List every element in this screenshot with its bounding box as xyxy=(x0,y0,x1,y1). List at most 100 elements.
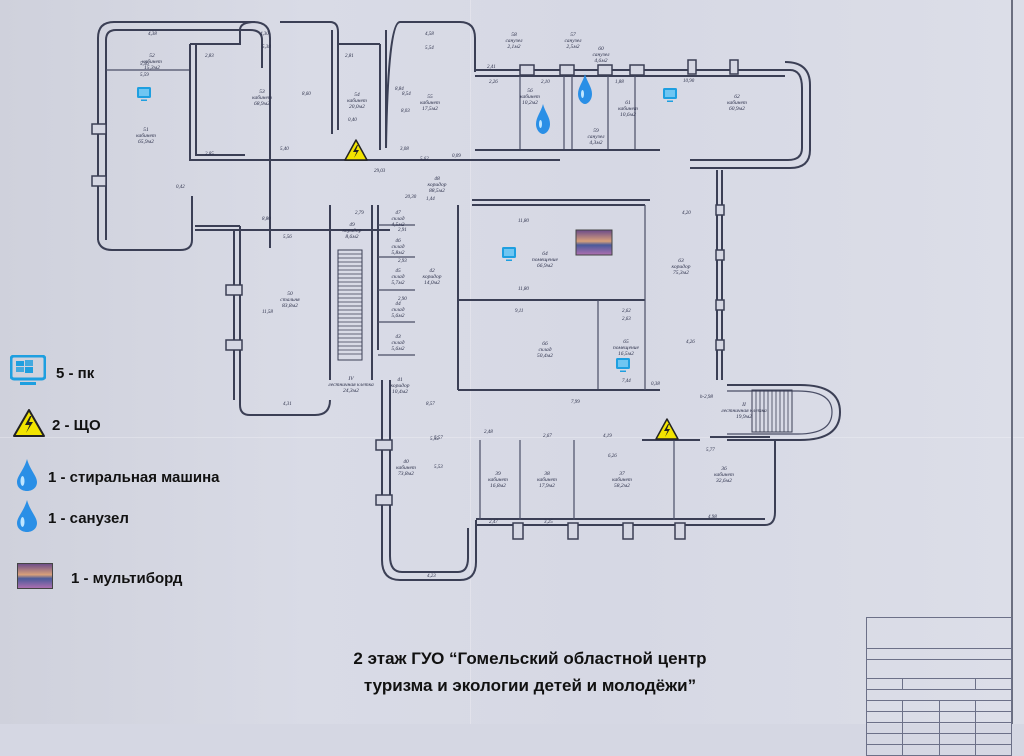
dimension-label: 2,63 xyxy=(622,317,631,322)
pc-icon-room-65 xyxy=(616,358,630,372)
legend-label: 5 - пк xyxy=(56,364,95,382)
dimension-label: 10,90 xyxy=(683,79,695,84)
legend-label: 1 - санузел xyxy=(48,509,129,527)
dimension-label: 5,40 xyxy=(280,147,289,152)
floor-plan: 52кабинет15,3м251кабинет65,9м253кабинет6… xyxy=(91,21,842,581)
dimension-label: 2,67 xyxy=(543,434,552,439)
dimension-label: 5,59 xyxy=(140,73,149,78)
dimension-label: 8,54 xyxy=(402,92,411,97)
paper-fold-horizontal xyxy=(0,437,1024,438)
dimension-label: 2,93 xyxy=(398,259,407,264)
dimension-label: 8,84 xyxy=(395,87,404,92)
dimension-label: 2,91 xyxy=(398,228,407,233)
dimension-label: 0,40 xyxy=(348,118,357,123)
water-drop-icon xyxy=(16,499,38,537)
dimension-label: h-2,98 xyxy=(700,395,713,400)
dimension-label: 4,26 xyxy=(686,340,695,345)
title-block-stamp xyxy=(865,617,1013,756)
sheet-border xyxy=(1011,0,1013,724)
dimension-label: 5,56 xyxy=(283,235,292,240)
dimension-label: 5,62 xyxy=(420,157,429,162)
dimension-label: 4,23 xyxy=(427,574,436,579)
dimension-label: 4,31 xyxy=(283,402,292,407)
dimension-label: 2,10 xyxy=(541,80,550,85)
dimension-label: 7,44 xyxy=(622,379,631,384)
dimension-label: 11,80 xyxy=(518,287,529,292)
dimension-label: 2,85 xyxy=(205,152,214,157)
pc-icon-room-51 xyxy=(137,87,151,101)
dimension-label: 8,57 xyxy=(426,402,435,407)
title-line-2: туризма и экологии детей и молодёжи” xyxy=(363,676,697,695)
dimension-label: 2,90 xyxy=(398,297,407,302)
dimension-label: 0,38 xyxy=(651,382,660,387)
dimension-label: 4,98 xyxy=(708,515,717,520)
water-drop-icon xyxy=(16,458,38,496)
legend-item-electric-panel: 2 - ЩО xyxy=(12,408,101,442)
dimension-label: 4,58 xyxy=(425,32,434,37)
dimension-label: 8,80 xyxy=(262,217,271,222)
dimension-label: 29,03 xyxy=(374,169,386,174)
electric-hazard-icon-room-54 xyxy=(344,139,368,161)
dimension-label: 1,44 xyxy=(426,197,435,202)
dimension-label: 6,26 xyxy=(608,454,617,459)
legend-label: 1 - стиральная машина xyxy=(48,468,220,486)
electric-hazard-icon-corridor xyxy=(655,418,679,440)
title-line-1: 2 этаж ГУО “Гомельский областной центр xyxy=(353,649,707,668)
dimension-label: 5,56 xyxy=(140,62,149,67)
dimension-label: 11,80 xyxy=(518,219,529,224)
dimension-label: 7,99 xyxy=(571,400,580,405)
dimension-label: 5,53 xyxy=(434,465,443,470)
page-title: 2 этаж ГУО “Гомельский областной центр т… xyxy=(230,645,830,699)
legend-item-pc: 5 - пк xyxy=(9,354,95,391)
water-drop-icon-toilet xyxy=(578,74,592,104)
legend-item-washing-machine: 1 - стиральная машина xyxy=(16,458,220,496)
pillars xyxy=(91,59,739,540)
dimension-label: 5,38 xyxy=(262,45,271,50)
dimension-label: 2,41 xyxy=(487,65,496,70)
dimension-label: 4,30 xyxy=(260,32,269,37)
multiboard-icon xyxy=(17,563,53,593)
dimension-label: 4,38 xyxy=(148,32,157,37)
legend-item-multiboard: 1 - мультиборд xyxy=(17,563,182,593)
dimension-label: 20,30 xyxy=(405,195,417,200)
dimension-label: 4,19 xyxy=(603,434,612,439)
dimension-label: 2,48 xyxy=(484,430,493,435)
legend-item-toilet: 1 - санузел xyxy=(16,499,129,537)
pc-icon-room-64 xyxy=(502,247,516,261)
dimension-label: 0,09 xyxy=(452,154,461,159)
electric-hazard-icon xyxy=(12,408,46,442)
dimension-label: 8,60 xyxy=(302,92,311,97)
dimension-label: 2,79 xyxy=(355,211,364,216)
dimension-label: 11,58 xyxy=(262,310,273,315)
pc-icon-room-62 xyxy=(663,88,677,102)
water-drop-icon-laundry xyxy=(536,104,550,134)
